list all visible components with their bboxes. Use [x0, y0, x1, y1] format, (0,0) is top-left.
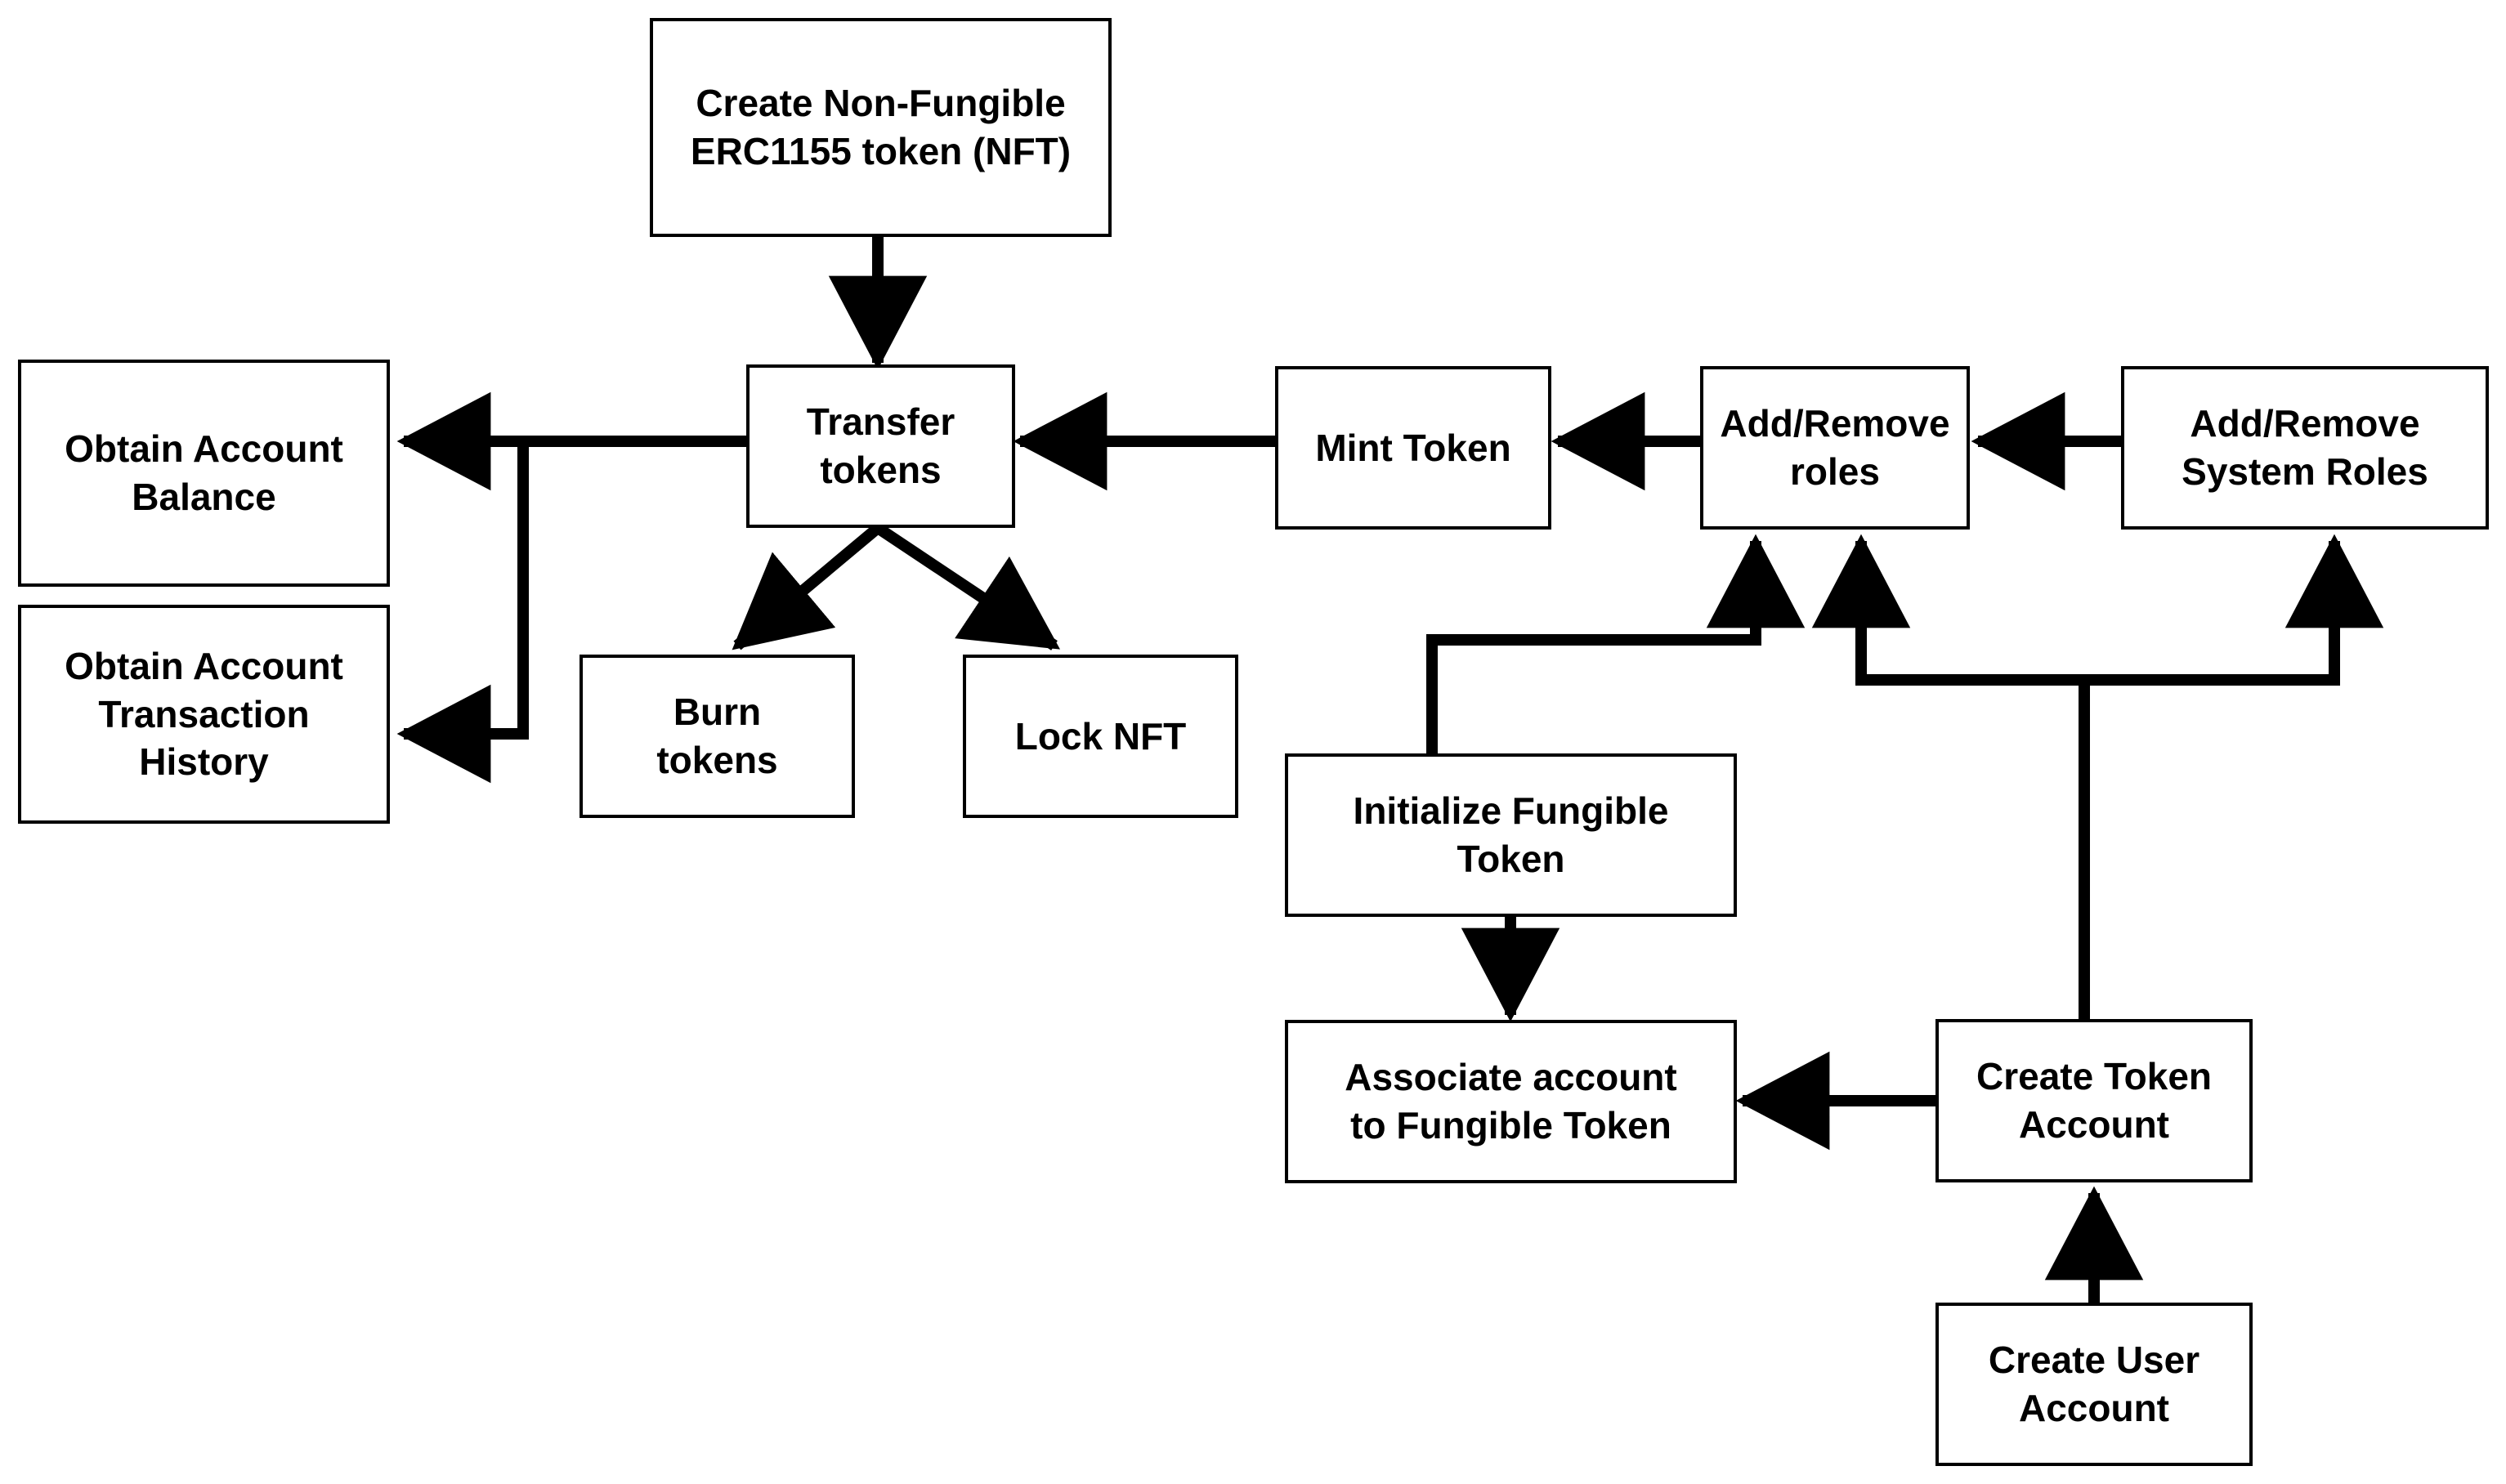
- node-create-token-account[interactable]: Create Token Account: [1935, 1019, 2253, 1182]
- node-create-nft[interactable]: Create Non-Fungible ERC1155 token (NFT): [650, 18, 1112, 237]
- edge-transfer-tokens-to-burn-tokens: [732, 523, 882, 650]
- node-add-remove-roles[interactable]: Add/Remove roles: [1700, 366, 1970, 530]
- node-obtain-account-balance[interactable]: Obtain Account Balance: [18, 360, 390, 587]
- edge-transfer-tokens-to-lock-nft: [875, 523, 1060, 650]
- node-initialize-fungible-token[interactable]: Initialize Fungible Token: [1285, 753, 1737, 917]
- node-transfer-tokens[interactable]: Transfer tokens: [746, 364, 1015, 528]
- node-create-user-account[interactable]: Create User Account: [1935, 1303, 2253, 1466]
- node-lock-nft[interactable]: Lock NFT: [963, 655, 1238, 818]
- edge-initialize-fungible-token-to-add-remove-roles: [1426, 534, 1806, 753]
- node-burn-tokens[interactable]: Burn tokens: [580, 655, 855, 818]
- edge-create-token-account-to-roles-fork: [1811, 534, 2384, 1019]
- node-add-remove-system-roles[interactable]: Add/Remove System Roles: [2121, 366, 2489, 530]
- node-obtain-account-transaction-history[interactable]: Obtain Account Transaction History: [18, 605, 390, 824]
- node-associate-account-to-fungible-token[interactable]: Associate account to Fungible Token: [1285, 1020, 1737, 1183]
- edge-transfer-tokens-to-obtain-account-transaction-history: [396, 441, 529, 784]
- node-mint-token[interactable]: Mint Token: [1275, 366, 1551, 530]
